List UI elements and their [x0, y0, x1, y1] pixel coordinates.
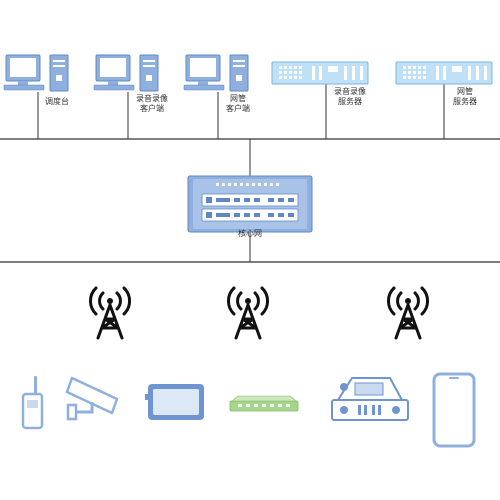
tablet-icon [145, 384, 204, 420]
label-recording-client: 录音录像 客户端 [130, 94, 174, 114]
label-line: 客户端 [226, 104, 250, 113]
label-nm-server: 网管 服务器 [447, 87, 483, 107]
label-nm-client: 网管 客户端 [220, 94, 256, 114]
vehicle-radio-icon [331, 377, 409, 421]
label-core-network: 核心网 [226, 229, 274, 239]
rack-server-icon [271, 61, 369, 85]
core-network-chassis-icon [187, 175, 313, 233]
label-line: 录音录像 [334, 87, 366, 96]
label-line: 客户端 [140, 104, 164, 113]
gateway-device-icon [229, 395, 299, 412]
label-line: 调度台 [45, 97, 69, 106]
computer-icon [3, 54, 69, 92]
label-dispatch: 调度台 [42, 97, 72, 107]
rack-server-icon [395, 61, 493, 85]
label-line: 服务器 [338, 97, 362, 106]
smartphone-icon [432, 372, 476, 448]
label-line: 网管 [457, 87, 473, 96]
handheld-radio-icon [21, 376, 44, 430]
computer-icon [183, 54, 249, 92]
label-recording-server: 录音录像 服务器 [328, 87, 372, 107]
label-line: 服务器 [453, 97, 477, 106]
computer-icon [93, 54, 159, 92]
radio-tower-icon [387, 286, 429, 340]
label-line: 网管 [230, 94, 246, 103]
surveillance-camera-icon [65, 376, 119, 421]
label-line: 核心网 [238, 229, 262, 238]
radio-tower-icon [227, 286, 269, 340]
radio-tower-icon [89, 286, 131, 340]
label-line: 录音录像 [136, 94, 168, 103]
